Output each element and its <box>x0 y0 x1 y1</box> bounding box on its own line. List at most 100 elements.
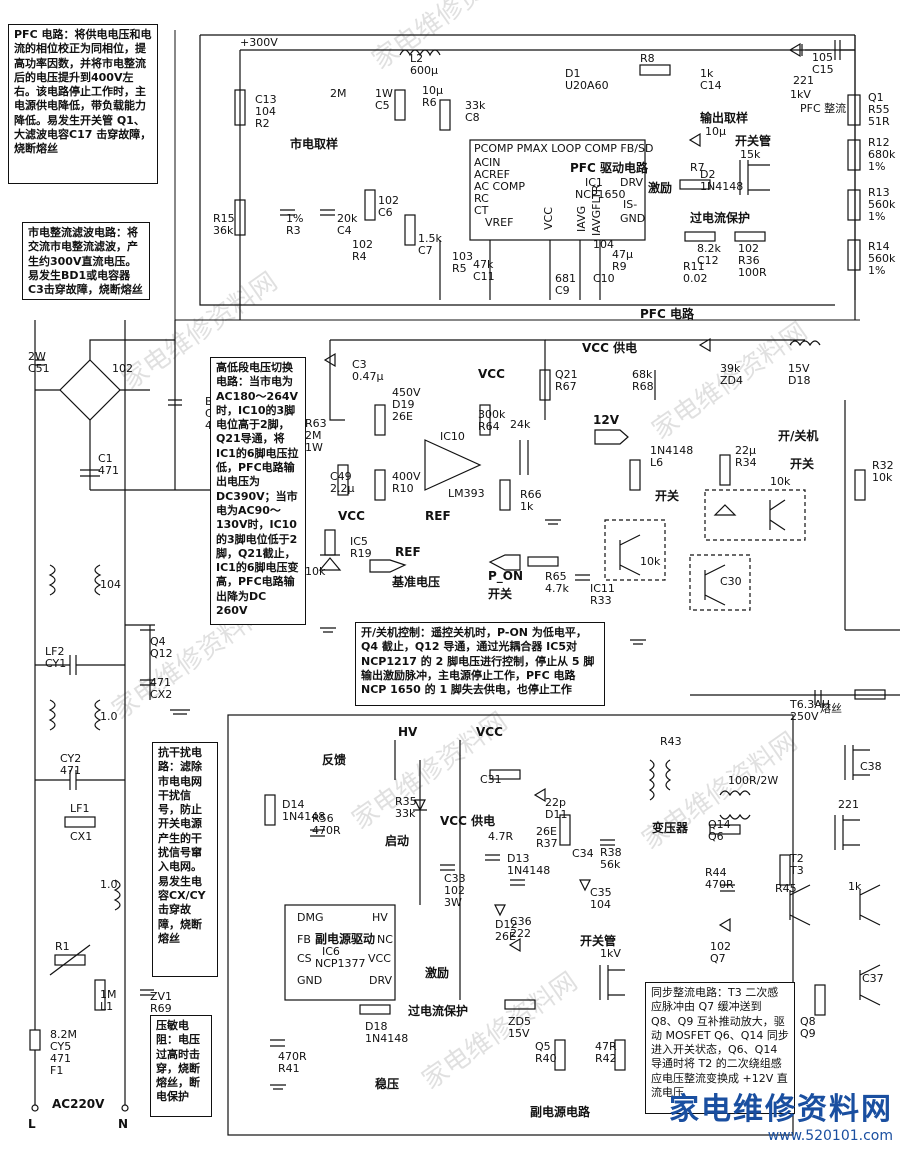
component-label: C31 <box>480 773 502 786</box>
pfc-note: PFC 电路：将供电电压和电流的相位校正为同相位，提高功率因数，并将市电整流后的… <box>8 24 158 184</box>
component-label: 4.7k <box>0 0 24 3</box>
line-l-label: L <box>28 1117 36 1131</box>
component-label: C32 <box>0 0 22 3</box>
component-label: 2.2μ <box>330 482 355 495</box>
component-label: T2 <box>789 852 804 865</box>
component-label: 20k <box>337 212 358 225</box>
sync-rect-note: 同步整流电路：T3 二次感应脉冲由 Q7 缓冲送到 Q8、Q9 互补推动放大，驱… <box>645 982 795 1114</box>
transformer-label: 变压器 <box>652 820 689 835</box>
ic1-is: IS- <box>623 198 637 211</box>
component-label: 1N4148 <box>365 1032 408 1045</box>
component-label: R19 <box>350 547 372 560</box>
ic1-gnd: GND <box>620 212 645 225</box>
component-label: D14 <box>282 798 304 811</box>
component-label: 1.5k <box>418 232 442 245</box>
component-label: 1k <box>520 500 534 513</box>
component-label: 471 <box>50 1052 71 1065</box>
vcc-label: VCC <box>338 509 365 523</box>
component-label: D18 <box>788 374 810 387</box>
varistor-note: 压敏电阻：电压过高时击穿，烧断熔丝，断电保护 <box>150 1015 212 1117</box>
component-label: 102 <box>112 362 133 375</box>
component-label: 26E <box>536 825 557 838</box>
aux-section-label: 副电源电路 <box>530 1104 591 1119</box>
component-label: R2 <box>255 117 270 130</box>
component-label: 1W <box>375 87 393 100</box>
component-label: 15V <box>508 1027 530 1040</box>
component-label: R37 <box>536 837 558 850</box>
component-label: 10k <box>770 475 791 488</box>
component-label: R15 <box>213 212 235 225</box>
component-label: 100R/2W <box>728 774 778 787</box>
component-label: R42 <box>595 1052 617 1065</box>
v300-label: +300V <box>240 36 278 49</box>
component-label: R63 <box>305 417 327 430</box>
component-label: R36 <box>738 254 760 267</box>
overcurrent2-label: 过电流保护 <box>408 1003 468 1018</box>
component-label: 102 <box>738 242 759 255</box>
component-label: R56 <box>312 812 334 825</box>
component-label: ZD4 <box>720 374 743 387</box>
component-label: 104 <box>100 578 121 591</box>
component-label: 24k <box>510 418 531 431</box>
component-label: 22μ <box>735 444 756 457</box>
line-n-label: N <box>118 1117 128 1131</box>
pfc-section-label: PFC 电路 <box>640 306 695 321</box>
component-label: Q12 <box>150 647 173 660</box>
ic6-drv: DRV <box>369 974 393 987</box>
component-label: 2M <box>305 429 322 442</box>
lm393-label: LM393 <box>448 487 485 500</box>
component-label: C49 <box>330 470 352 483</box>
switch-tube2-label: 开关管 <box>580 933 616 948</box>
component-label: 0.47 <box>0 0 25 3</box>
component-label: R38 <box>600 846 622 859</box>
component-label: 104 <box>593 238 614 251</box>
ic6-nc: NC <box>377 933 393 946</box>
component-label: D2 <box>700 168 715 181</box>
ic1-ct: CT <box>474 204 489 217</box>
component-label: Q7 <box>710 952 726 965</box>
pfc-rect-label: PFC 整流 <box>800 101 846 115</box>
component-label: 4.7R <box>488 830 513 843</box>
component-label: 56k <box>600 858 621 871</box>
component-label: 15k <box>740 148 761 161</box>
component-label: R67 <box>555 380 577 393</box>
component-label: Q6 <box>708 830 724 843</box>
component-label: U20A60 <box>565 79 609 92</box>
ic1-part: NCP1650 <box>575 188 626 201</box>
component-label: 102 <box>710 940 731 953</box>
component-label: 8.2M <box>50 1028 77 1041</box>
excite-label: 激励 <box>648 180 672 195</box>
component-label: Q14 <box>708 818 731 831</box>
component-label: 681 <box>555 272 576 285</box>
component-label: 471 <box>150 676 171 689</box>
voltage-switch-note: 高低段电压切换电路：当市电为AC180～264V时，IC10的3脚电位高于2脚，… <box>210 357 306 625</box>
component-label: 1kV <box>790 88 811 101</box>
component-label: C33 <box>444 872 466 885</box>
component-label: 104 <box>590 898 611 911</box>
component-label: R32 <box>872 459 894 472</box>
component-label: R9 <box>612 260 627 273</box>
component-label: R39 <box>0 0 22 3</box>
ic6-cs: CS <box>297 952 312 965</box>
emi-note: 抗干扰电路：滤除市电电网干扰信号，防止开关电源产生的干扰信号窜入电网。易发生电容… <box>152 742 218 977</box>
12v-label: 12V <box>593 413 620 427</box>
ic6-part: NCP1377 <box>315 957 366 970</box>
component-label: C1 <box>98 452 113 465</box>
ic1-vcc: VCC <box>542 207 555 230</box>
p-on-label: P_ON <box>488 569 523 584</box>
component-label: C37 <box>862 972 884 985</box>
component-label: 26E <box>392 410 413 423</box>
component-label: Q1 <box>868 91 884 104</box>
rectifier-note: 市电整流滤波电路：将交流市电整流滤波，产生约300V直流电压。易发生BD1或电容… <box>22 222 150 300</box>
component-label: 47R <box>595 1040 617 1053</box>
component-label: 1.0 <box>100 878 118 891</box>
component-label: 33k <box>465 99 486 112</box>
component-label: 15V <box>788 362 810 375</box>
component-label: R5 <box>452 262 467 275</box>
ref-volt-label: 基准电压 <box>391 574 440 589</box>
vcc-label: VCC <box>478 367 505 381</box>
component-label: 105 <box>812 51 833 64</box>
component-label: 1N4148 <box>282 810 325 823</box>
component-label: 221 <box>838 798 859 811</box>
feedback-label: 反馈 <box>322 752 346 767</box>
